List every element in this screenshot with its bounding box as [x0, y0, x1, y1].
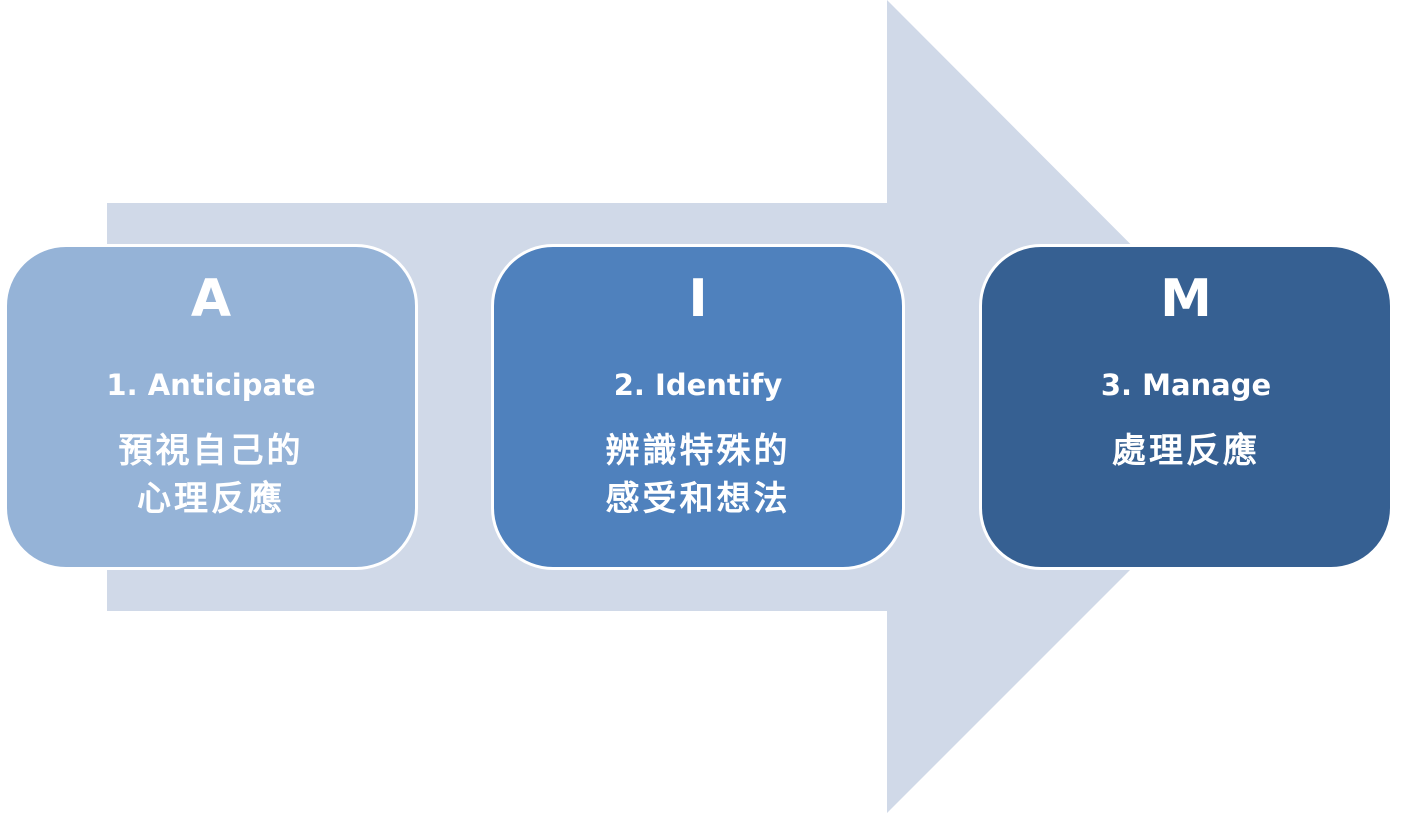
- step-label: 2. Identify: [613, 368, 783, 402]
- step-letter: A: [190, 269, 232, 329]
- step-description: 辨識特殊的 感受和想法: [494, 427, 902, 523]
- step-letter: M: [1160, 269, 1212, 329]
- step-description-line: 感受和想法: [605, 479, 791, 519]
- step-description: 處理反應: [982, 427, 1390, 475]
- step-box-identify: I 2. Identify 辨識特殊的 感受和想法: [491, 244, 905, 570]
- step-description: 預視自己的 心理反應: [7, 427, 415, 523]
- step-description-line: 心理反應: [137, 479, 285, 519]
- step-description-line: 辨識特殊的: [605, 431, 791, 471]
- step-description-line: 處理反應: [1112, 431, 1260, 471]
- step-label: 3. Manage: [1100, 368, 1272, 402]
- step-box-anticipate: A 1. Anticipate 預視自己的 心理反應: [4, 244, 418, 570]
- step-description-line: 預視自己的: [118, 431, 304, 471]
- step-label: 1. Anticipate: [106, 368, 316, 402]
- step-box-manage: M 3. Manage 處理反應: [979, 244, 1393, 570]
- step-letter: I: [688, 269, 708, 329]
